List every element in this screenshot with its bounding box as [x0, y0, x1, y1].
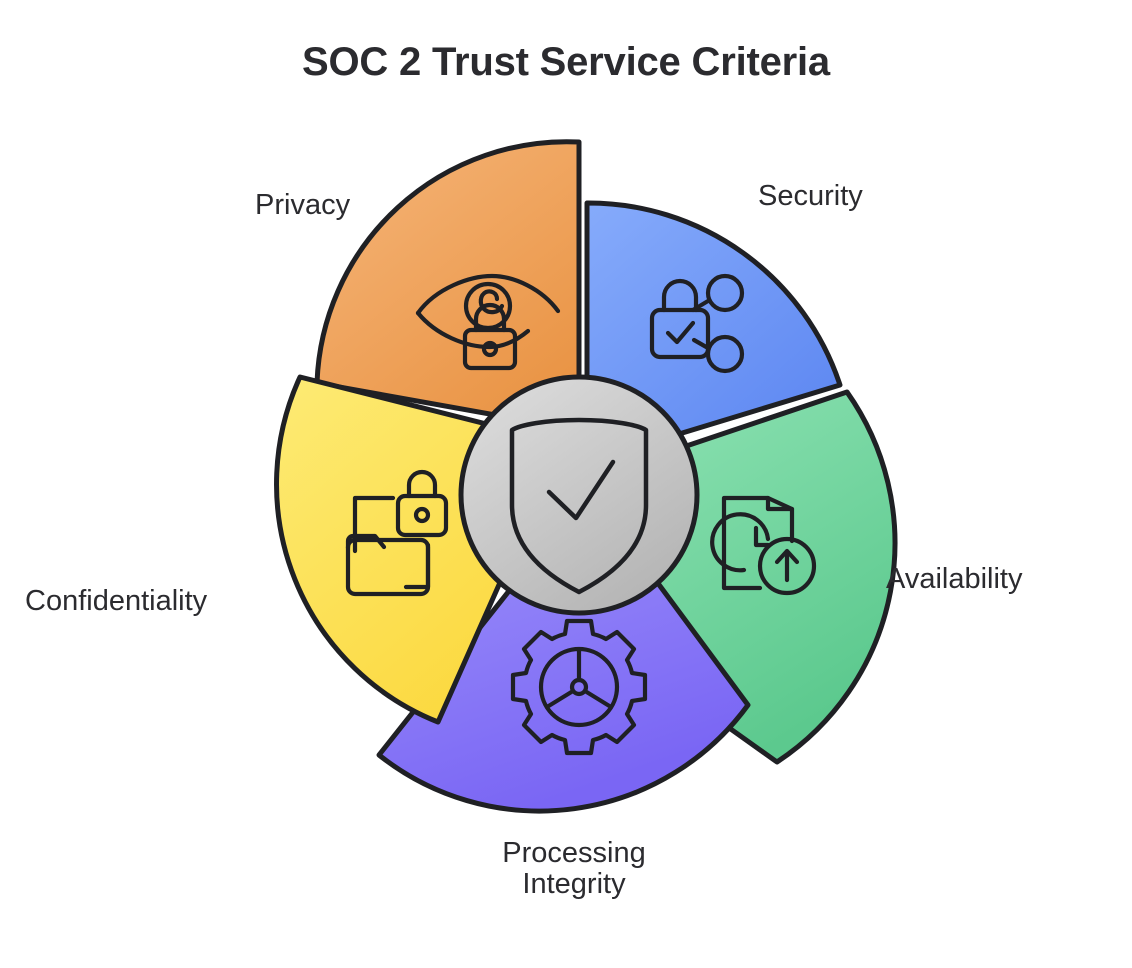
- segment-label-processing-line1: Processing: [502, 837, 646, 869]
- segment-label-processing-integrity: Processing Integrity: [480, 837, 668, 901]
- lock-network-icon: [649, 273, 745, 374]
- gear-icon: [510, 618, 648, 756]
- segment-label-privacy: Privacy: [255, 189, 351, 221]
- segment-label-availability: Availability: [886, 563, 1023, 595]
- eye-lock-icon: [415, 273, 561, 371]
- shield-check-icon: [509, 417, 649, 595]
- folder-lock-icon: [345, 469, 449, 597]
- center-hub[interactable]: [458, 374, 700, 616]
- document-clock-upload-icon: [710, 495, 817, 596]
- page-title: SOC 2 Trust Service Criteria: [302, 40, 830, 84]
- segment-security[interactable]: [584, 200, 843, 465]
- hub-circle: [458, 374, 700, 616]
- segment-label-processing-line2: Integrity: [522, 868, 626, 901]
- segment-label-confidentiality: Confidentiality: [25, 585, 208, 617]
- segment-label-security: Security: [758, 180, 863, 212]
